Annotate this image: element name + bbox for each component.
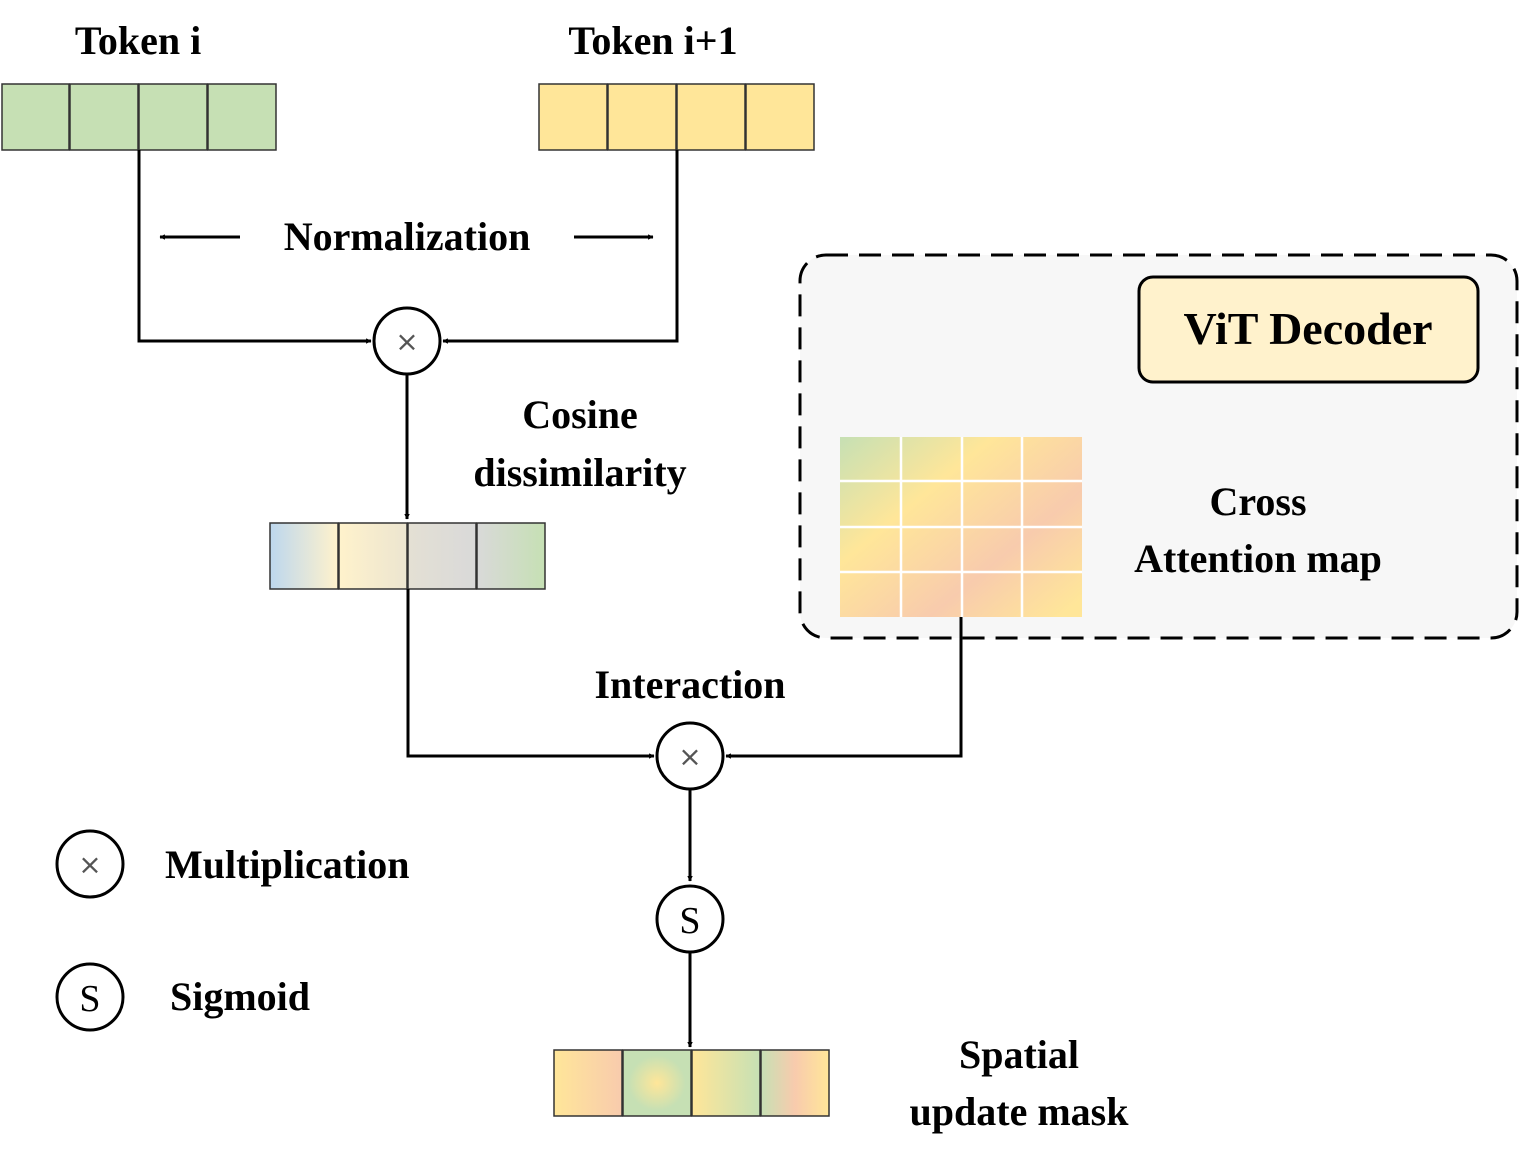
interaction-label: Interaction [594,662,785,707]
connector-token-i [137,150,372,344]
cross-attention-label-line1: Cross [1209,479,1306,524]
sigmoid-operator: S [655,884,725,954]
token-i-cell [1,83,70,151]
normalization-label: Normalization [284,214,531,259]
token-i1-cell [676,83,746,151]
token-i-cell [69,83,139,151]
cross-attention-map [840,437,1082,617]
cosine-label-line2: dissimilarity [473,450,686,495]
spatial-mask-vector [553,1049,830,1117]
spatial-mask-label-line1: Spatial [959,1032,1079,1077]
token-i-cell [138,83,208,151]
spatial-mask-cell [760,1049,830,1117]
spatial-mask-label-line2: update mask [910,1089,1130,1134]
connector-token-i1 [442,150,679,344]
cosine-vector [269,522,546,590]
legend-item-sigmoid: S Sigmoid [55,962,310,1032]
token-i1-cell [607,83,677,151]
spatial-mask-cell [553,1049,623,1117]
cosine-label-line1: Cosine [522,392,638,437]
multiply-operator-2: × [655,721,725,791]
spatial-mask-cell [622,1049,692,1117]
token-i1-label: Token i+1 [568,18,737,63]
legend-item-multiplication: × Multiplication [55,829,409,899]
legend: × Multiplication S Sigmoid [55,829,409,1032]
multiply-operator-1: × [372,306,442,376]
token-i-cell [207,83,277,151]
token-i1-vector [538,83,815,151]
vit-decoder-title: ViT Decoder [1183,303,1432,354]
spatial-mask-cell [691,1049,761,1117]
multiply-icon: × [78,848,101,881]
sigmoid-icon: S [679,900,700,942]
vit-decoder-title-box [1137,275,1480,384]
multiply-icon: × [395,325,418,358]
cosine-cell [338,522,408,590]
token-i1-cell [745,83,815,151]
sigmoid-icon: S [79,978,100,1020]
cosine-cell [269,522,339,590]
attention-map-gridlines [840,437,1082,617]
cosine-cell [476,522,546,590]
connector-attention-to-interaction [725,617,963,759]
multiply-icon: × [678,740,701,773]
token-i1-cell [538,83,608,151]
cross-attention-label-line2: Attention map [1134,536,1382,581]
token-i-label: Token i [75,18,201,63]
legend-label-sigmoid: Sigmoid [170,974,310,1019]
token-i-vector [1,83,277,151]
cosine-cell [407,522,477,590]
legend-label-multiplication: Multiplication [165,842,409,887]
connector-cosine-to-interaction [406,589,655,759]
